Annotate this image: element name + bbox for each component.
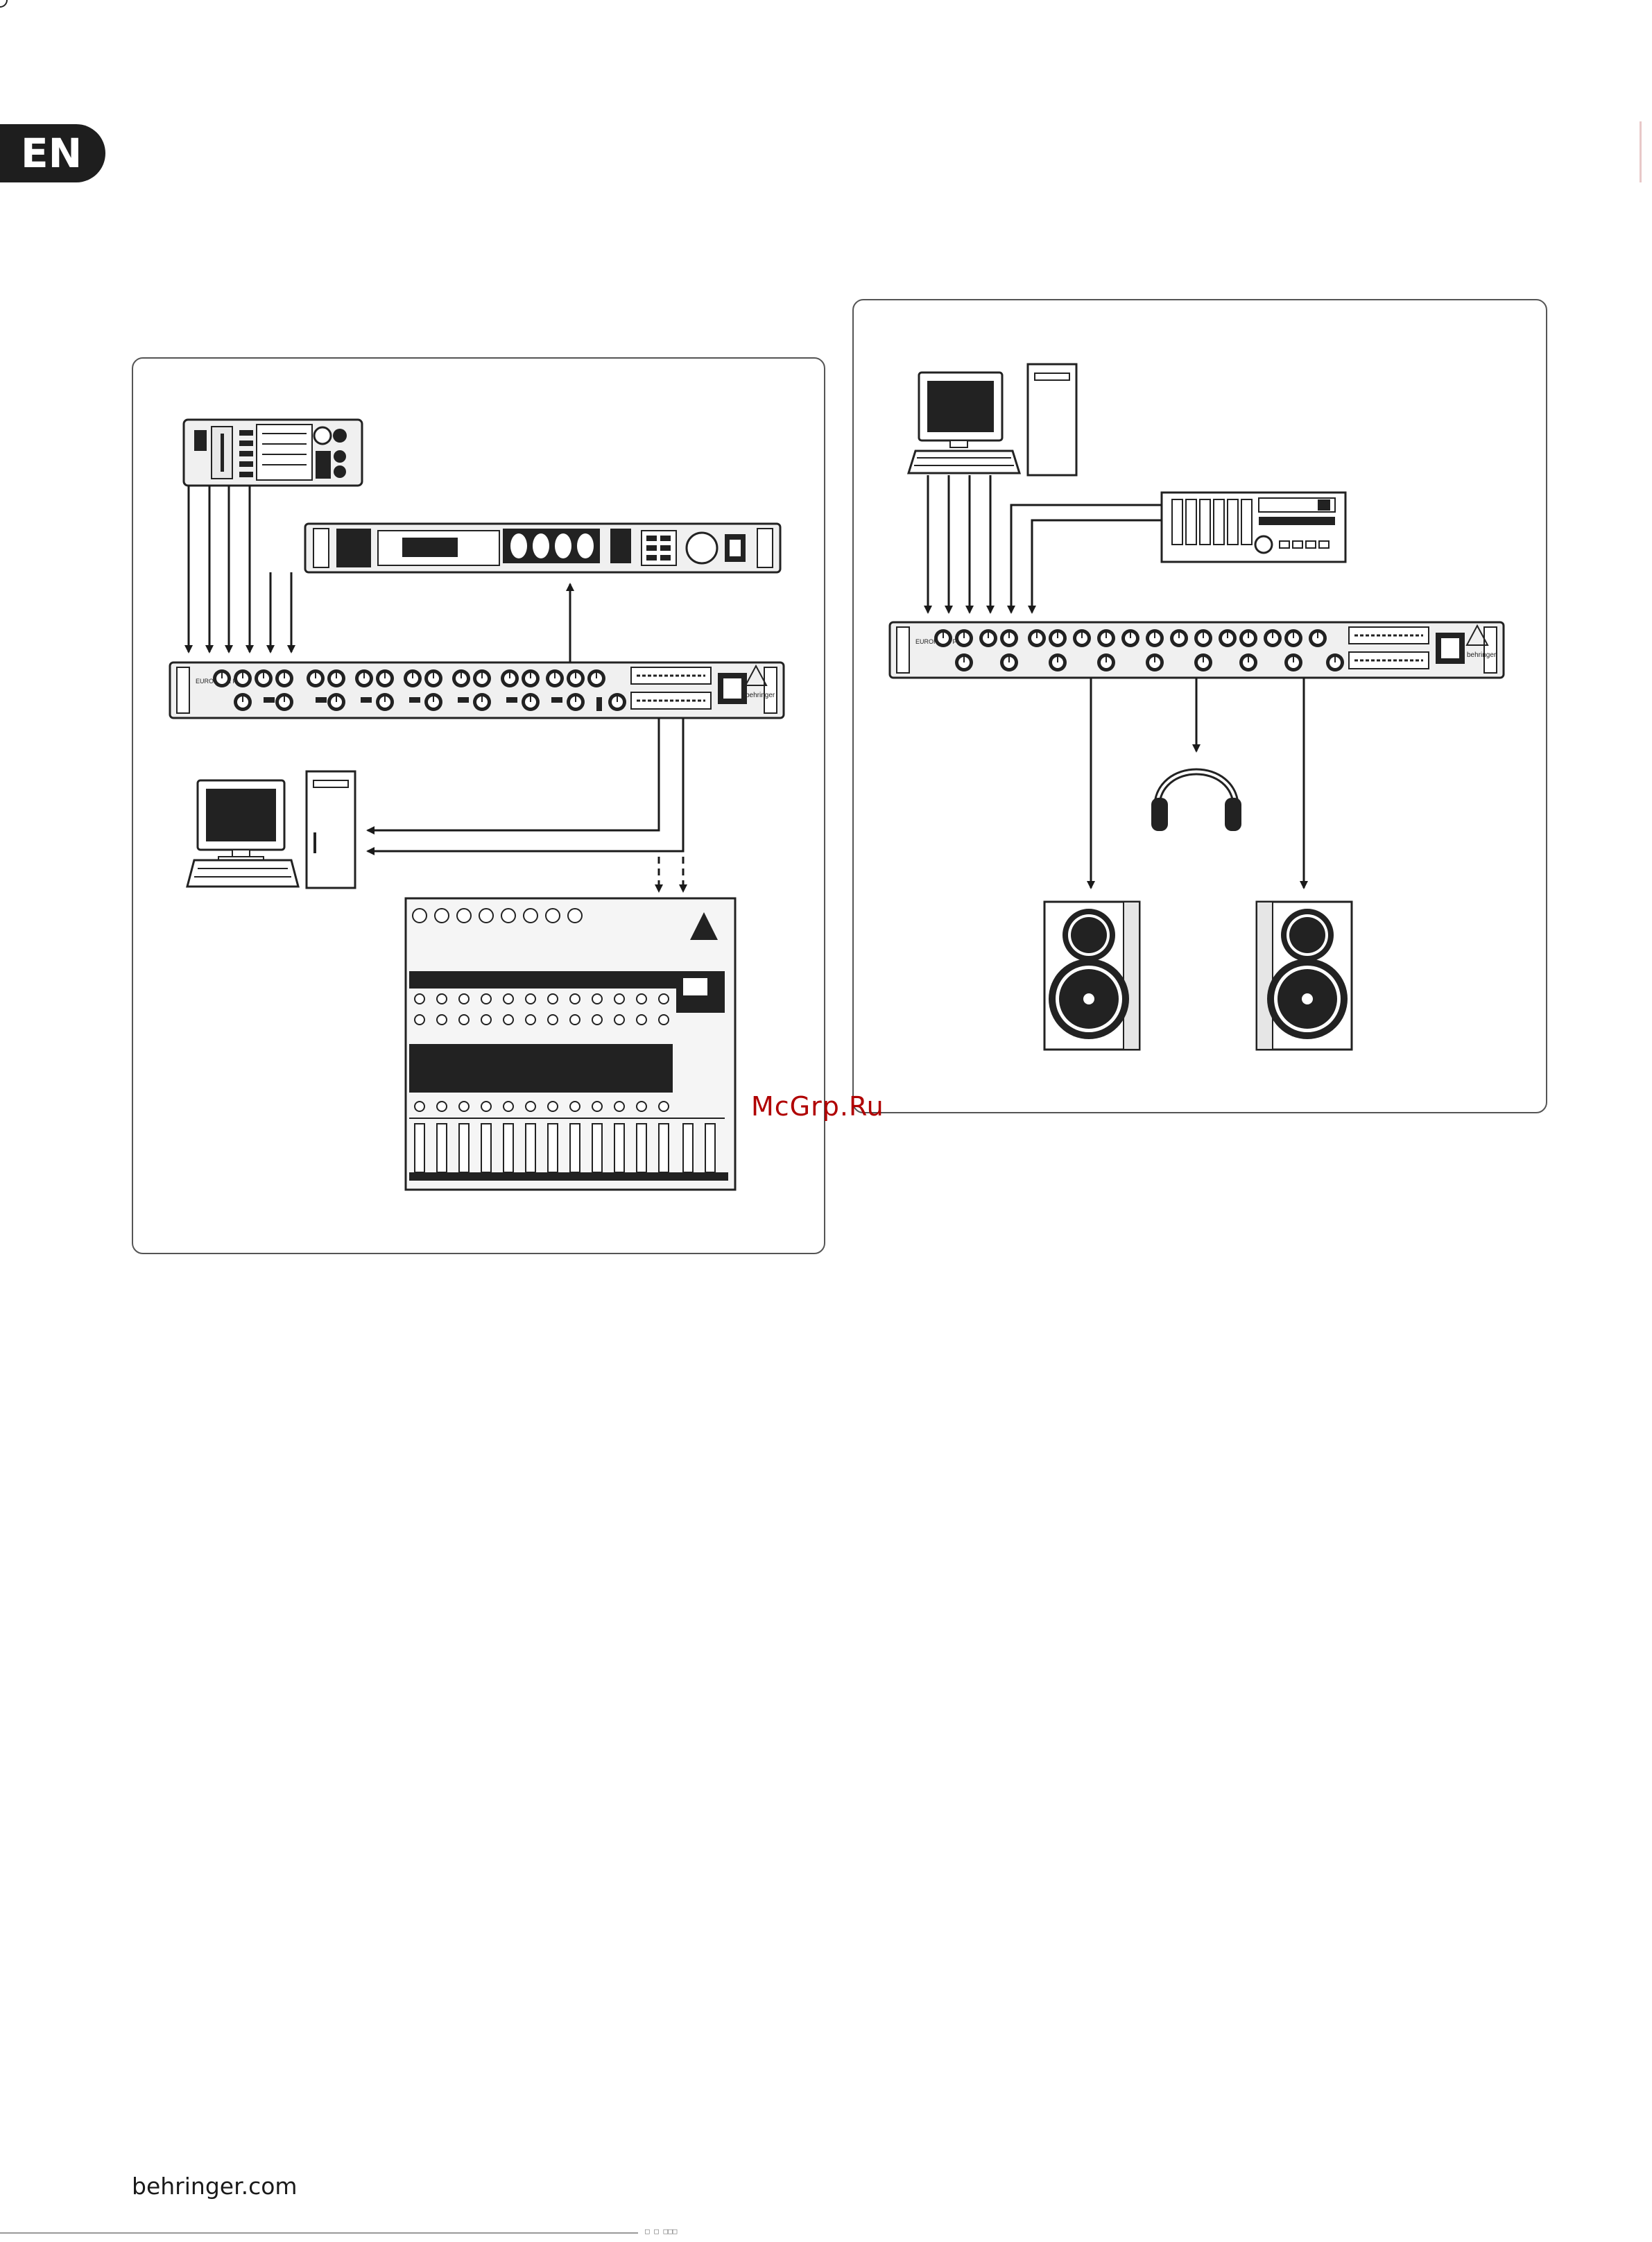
line-mixer-left-brand: behringer [746, 692, 775, 699]
desktop-computer-icon-right [909, 373, 1019, 473]
line-mixer-right-brand: behringer [1467, 651, 1497, 659]
studio-monitor-icon-left [1044, 902, 1139, 1050]
signal-lines-right-top [928, 475, 1162, 613]
footer-tag: □ □ □□□ [645, 2227, 677, 2236]
mixing-console-icon [0, 0, 735, 1190]
signal-lines-left-top [189, 486, 570, 662]
signal-lines-right-out [1091, 678, 1304, 888]
line-mixer-left: EURORACK PRO behringer [170, 662, 784, 718]
footer-divider [0, 2232, 638, 2234]
computer-tower-icon-right [1028, 364, 1076, 475]
rack-line-mixer-icon [184, 420, 362, 486]
studio-monitor-icon-right [1257, 902, 1352, 1050]
effects-processor-icon [305, 524, 780, 572]
watermark: McGrp.Ru [751, 1091, 884, 1122]
signal-lines-left-computer [368, 718, 683, 891]
line-mixer-right: EURORACK PRO behringer [890, 622, 1504, 678]
multitrack-recorder-icon [1162, 493, 1345, 562]
desktop-computer-icon-left [187, 780, 298, 887]
footer-url[interactable]: behringer.com [132, 2173, 298, 2200]
computer-tower-icon-left [307, 771, 355, 888]
headphones-icon [1151, 772, 1241, 832]
